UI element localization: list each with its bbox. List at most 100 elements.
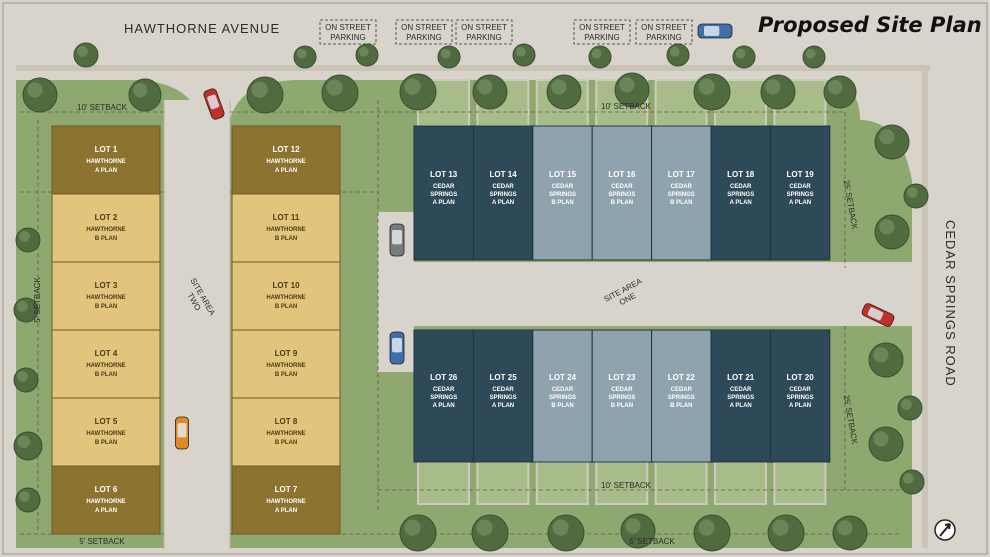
north-arrow-icon [934,519,956,541]
lot-text: B PLAN [611,403,633,409]
lot-shape [769,125,831,261]
lot-text: CEDAR [611,184,633,190]
lot-text: A PLAN [95,508,117,514]
lot-text: B PLAN [551,200,573,206]
tree-highlight [296,48,307,59]
lot-shape [51,465,161,535]
parking-label: ON STREET [325,23,371,32]
lot-text: LOT 9 [275,349,298,358]
tree-highlight [404,78,421,95]
lot-text: B PLAN [275,440,297,446]
tree-highlight [828,80,843,95]
lot-shape [591,329,653,463]
parking-label: PARKING [330,33,365,42]
lot-text: SPRINGS [787,395,814,401]
tree-highlight [440,48,451,59]
lot-shape [651,125,712,261]
lot-text: LOT 16 [608,170,636,179]
parking-label: PARKING [406,33,441,42]
lot-text: LOT 5 [95,417,118,426]
lot-text: SPRINGS [608,395,635,401]
lot-text: HAWTHORNE [266,159,305,165]
lot-text: LOT 6 [95,485,118,494]
tree-highlight [515,46,526,57]
lot-shape [51,261,161,331]
parking-label: ON STREET [401,23,447,32]
tree-highlight [251,81,268,98]
tree-highlight [873,347,889,363]
lot-text: LOT 11 [273,213,300,222]
lot-text: LOT 19 [787,170,815,179]
tree-highlight [551,79,567,95]
yard-plot [476,461,530,505]
lot-text: HAWTHORNE [266,295,305,301]
lot-text: A PLAN [730,200,752,206]
tree-highlight [17,371,28,382]
lot-text: SPRINGS [727,192,754,198]
car-icon [203,88,225,120]
lot-text: CEDAR [730,184,752,190]
car-icon [697,23,733,39]
tree-highlight [907,187,918,198]
lot-text: HAWTHORNE [86,227,125,233]
parking-label: PARKING [466,33,501,42]
lot-text: SPRINGS [608,192,635,198]
tree-highlight [27,82,43,98]
trees [13,42,929,552]
tree-highlight [698,519,715,536]
lot-text: HAWTHORNE [266,227,305,233]
tree-highlight [17,435,31,449]
setback-label: 10' SETBACK [601,102,652,111]
lot-text: A PLAN [789,403,811,409]
street-label-north: HAWTHORNE AVENUE [124,21,280,36]
lot-shape [51,329,161,399]
lot-text: CEDAR [730,387,752,393]
lot-text: A PLAN [95,168,117,174]
lot-text: B PLAN [275,372,297,378]
lot-shape [651,329,712,463]
lot-text: SPRINGS [668,395,695,401]
lot-text: LOT 21 [727,373,755,382]
tree-highlight [873,431,889,447]
lot-text: CEDAR [789,184,811,190]
lot-text: A PLAN [492,200,514,206]
lot-text: SPRINGS [787,192,814,198]
setback-label: 10' SETBACK [77,103,128,112]
lot-text: A PLAN [433,403,455,409]
lot-shape [532,329,593,463]
lot-shape [710,329,771,463]
lot-shape [51,125,161,195]
parking-label: ON STREET [461,23,507,32]
yard-plot [773,461,827,505]
